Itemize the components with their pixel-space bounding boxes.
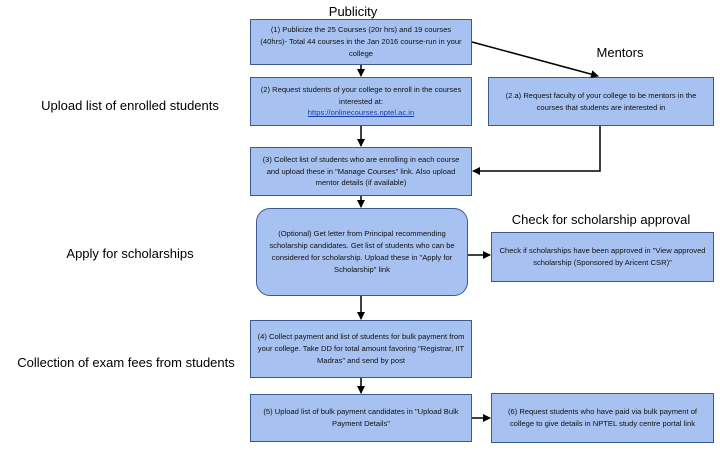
step2-content: (2) Request students of your college to … <box>257 84 465 119</box>
collection-fees-label: Collection of exam fees from students <box>17 355 235 370</box>
step6-text: (6) Request students who have paid via b… <box>507 407 698 428</box>
optional-text: (Optional) Get letter from Principal rec… <box>269 229 455 274</box>
step5-box: (5) Upload list of bulk payment candidat… <box>250 394 472 442</box>
optional-box: (Optional) Get letter from Principal rec… <box>256 208 468 296</box>
step5-text: (5) Upload list of bulk payment candidat… <box>263 407 459 428</box>
step6-box: (6) Request students who have paid via b… <box>491 393 714 443</box>
step2a-text: (2.a) Request faculty of your college to… <box>505 90 697 112</box>
step2a-box: (2.a) Request faculty of your college to… <box>488 77 714 126</box>
step3-text: (3) Collect list of students who are enr… <box>262 154 460 188</box>
mentors-label: Mentors <box>596 45 644 60</box>
step1-box: (1) Publicize the 25 Courses (20r hrs) a… <box>250 19 472 65</box>
step2-text: (2) Request students of your college to … <box>260 84 462 106</box>
nptel-courses-link[interactable]: https://onlinecourses.nptel.ac.in <box>307 108 415 118</box>
check-scholarship-label: Check for scholarship approval <box>511 212 691 227</box>
publicity-label: Publicity <box>328 4 378 19</box>
arrow-step1-step2a <box>471 41 599 79</box>
check-scholarship-text: Check if scholarships have been approved… <box>499 246 706 267</box>
apply-scholarships-label: Apply for scholarships <box>66 246 194 261</box>
step4-box: (4) Collect payment and list of students… <box>250 320 472 378</box>
step3-box: (3) Collect list of students who are enr… <box>250 147 472 196</box>
step1-text: (1) Publicize the 25 Courses (20r hrs) a… <box>260 25 462 58</box>
upload-enrolled-label: Upload list of enrolled students <box>41 98 219 113</box>
arrow-step2a-step3 <box>472 126 601 175</box>
step2-box: (2) Request students of your college to … <box>250 77 472 126</box>
step4-text: (4) Collect payment and list of students… <box>257 332 465 365</box>
check-scholarship-box: Check if scholarships have been approved… <box>491 232 714 282</box>
